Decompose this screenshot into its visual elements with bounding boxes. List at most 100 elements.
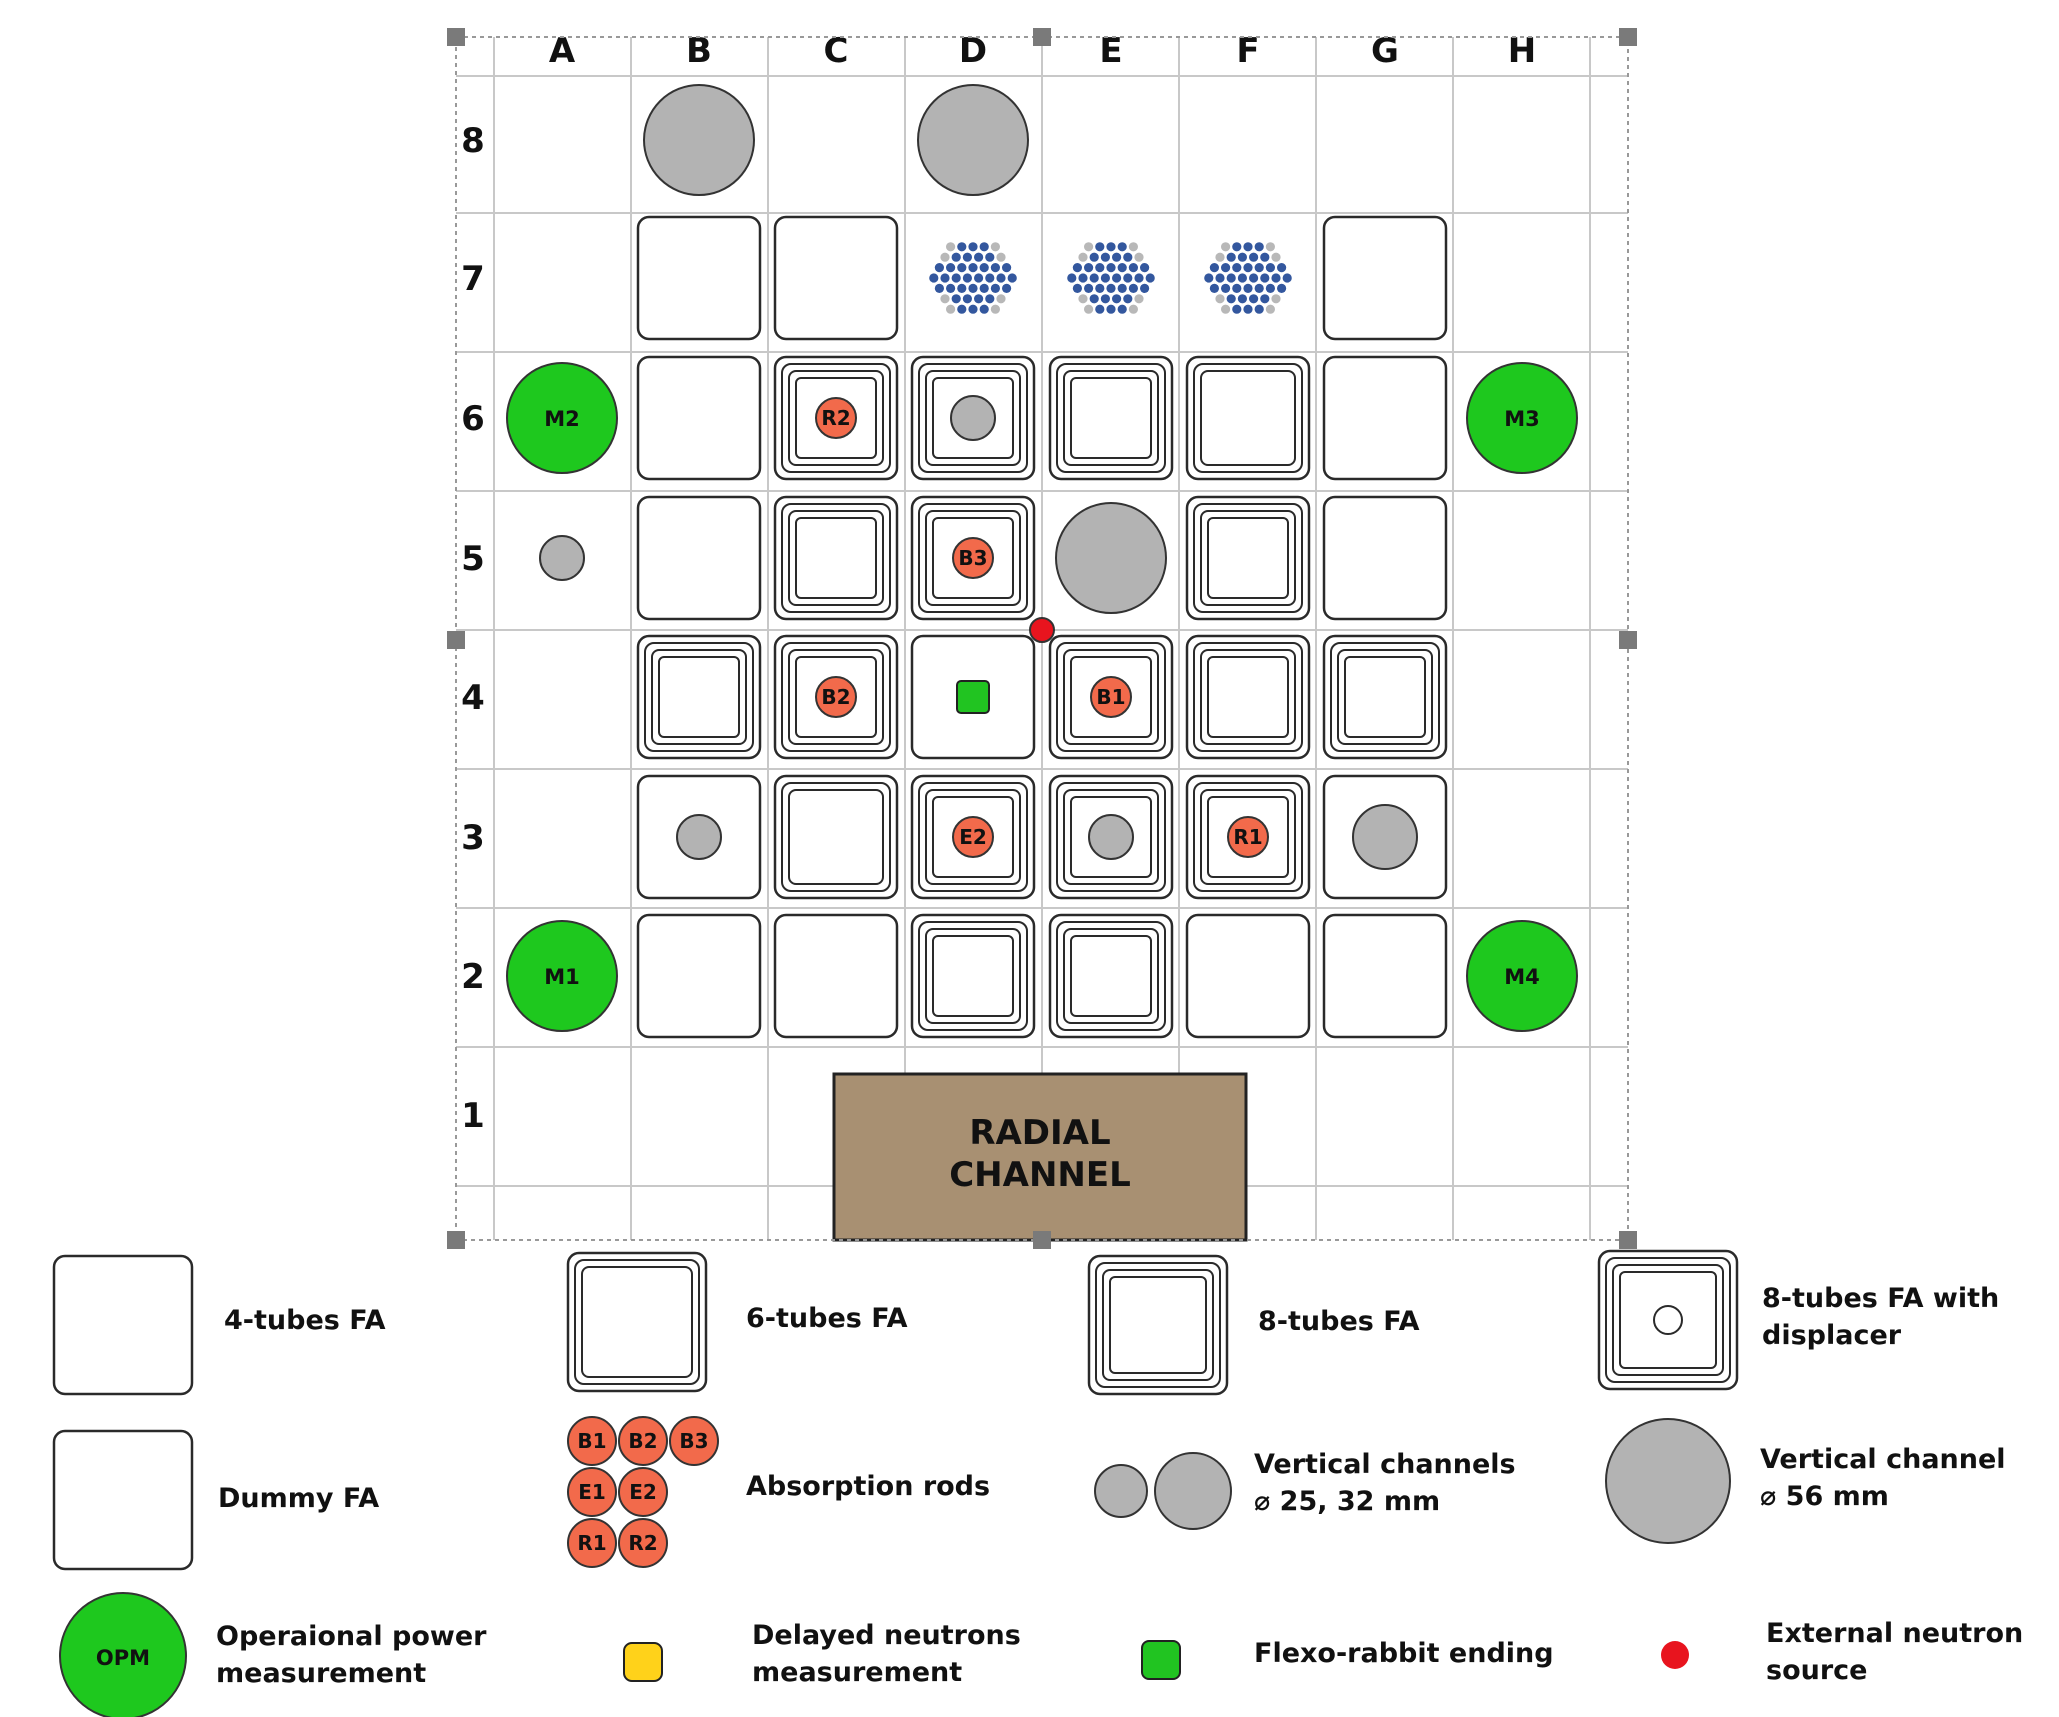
- row-header-4: 4: [461, 678, 485, 718]
- legend-rod-R1: R1: [567, 1518, 617, 1568]
- cell-G5-assembly: [1322, 495, 1448, 621]
- cell-E3: [1048, 774, 1174, 900]
- cell-F5: [1185, 495, 1311, 621]
- legend-rod-B3: B3: [669, 1416, 719, 1466]
- cell-C2: [773, 913, 899, 1039]
- cell-F2-assembly: [1185, 913, 1311, 1039]
- cell-H6-opm: [1466, 362, 1578, 474]
- cell-D6: [910, 355, 1036, 481]
- cell-A6-opm: [506, 362, 618, 474]
- row-header-5: 5: [461, 539, 485, 579]
- cell-H2-opm: [1466, 920, 1578, 1032]
- cell-D8: [917, 84, 1029, 196]
- cell-G4-assembly: [1322, 634, 1448, 760]
- legend-rod-R2: R2: [618, 1518, 668, 1568]
- legend-rod-B2: B2: [618, 1416, 668, 1466]
- cell-C3-assembly: [773, 774, 899, 900]
- cell-D5: B3: [910, 495, 1036, 621]
- svg-text:B3: B3: [958, 546, 987, 570]
- radial-channel-label-1: RADIAL: [969, 1113, 1110, 1153]
- cell-C2-assembly: [773, 913, 899, 1039]
- cell-D3-absorption-rod: E2: [952, 816, 994, 858]
- svg-text:B1: B1: [1096, 685, 1125, 709]
- cell-F4: [1185, 634, 1311, 760]
- legend-dummy-label: Dummy FA: [218, 1483, 379, 1514]
- row-header-6: 6: [461, 399, 485, 439]
- cell-A2-opm-label: M1: [544, 965, 580, 989]
- svg-text:R2: R2: [821, 406, 850, 430]
- cell-E5-vertical-channel-56: [1055, 502, 1167, 614]
- column-header-E: E: [1099, 31, 1122, 71]
- cell-C4-absorption-rod: B2: [815, 676, 857, 718]
- cell-E2-assembly: [1048, 913, 1174, 1039]
- cell-H6: M3: [1466, 362, 1578, 474]
- cell-B5-assembly: [636, 495, 762, 621]
- legend: 4-tubes FA 6-tubes FA 8-tubes FA 8-tubes…: [52, 1249, 2023, 1717]
- frame-handle-7: [1619, 1231, 1637, 1249]
- legend-fa8-displacer-icon: [1597, 1249, 1739, 1391]
- cell-G4: [1322, 634, 1448, 760]
- cell-G6: [1322, 355, 1448, 481]
- legend-vertical-channel-56-icon: [1605, 1418, 1731, 1544]
- cell-D2-assembly: [910, 913, 1036, 1039]
- cell-C5-assembly: [773, 495, 899, 621]
- row-header-7: 7: [461, 259, 485, 299]
- svg-text:R2: R2: [628, 1531, 657, 1555]
- cell-A2-opm: [506, 920, 618, 1032]
- cell-G5: [1322, 495, 1448, 621]
- legend-fa4-icon: [52, 1254, 194, 1396]
- legend-fa4-label: 4-tubes FA: [224, 1305, 386, 1336]
- cell-E4: B1: [1048, 634, 1174, 760]
- legend-opm-symbol-text: OPM: [96, 1646, 150, 1670]
- cell-B4-assembly: [636, 634, 762, 760]
- column-header-F: F: [1236, 31, 1259, 71]
- svg-text:R1: R1: [1233, 825, 1262, 849]
- cell-D2: [910, 913, 1036, 1039]
- radial-channel-label-2: CHANNEL: [949, 1155, 1131, 1195]
- legend-rod-B1: B1: [567, 1416, 617, 1466]
- cell-D6-vertical-channel: [950, 395, 996, 441]
- legend-opm-label-2: measurement: [216, 1658, 426, 1689]
- cell-C6-absorption-rod: R2: [815, 397, 857, 439]
- legend-fa8-displacer-label-2: displacer: [1762, 1320, 1902, 1351]
- cell-G3-vertical-channel: [1352, 804, 1418, 870]
- cell-F2: [1185, 913, 1311, 1039]
- frame-handle-3: [447, 631, 465, 649]
- cell-B2: [636, 913, 762, 1039]
- legend-rabbit-label: Flexo-rabbit ending: [1254, 1638, 1554, 1669]
- cell-F6: [1185, 355, 1311, 481]
- cell-B8: [643, 84, 755, 196]
- cell-E4-absorption-rod: B1: [1090, 676, 1132, 718]
- cell-F7: [1204, 242, 1292, 314]
- cell-H2: M4: [1466, 920, 1578, 1032]
- legend-rod-E2: E2: [618, 1467, 668, 1517]
- legend-fa6-label: 6-tubes FA: [746, 1303, 908, 1334]
- external-neutron-source: [1029, 617, 1055, 643]
- cell-B6: [636, 355, 762, 481]
- cell-H2-opm-label: M4: [1504, 965, 1540, 989]
- cell-C5: [773, 495, 899, 621]
- cell-B3-vertical-channel: [676, 814, 722, 860]
- row-header-8: 8: [461, 121, 485, 161]
- cell-B5: [636, 495, 762, 621]
- cell-G2-assembly: [1322, 913, 1448, 1039]
- legend-vertical-channel-32-icon: [1154, 1452, 1232, 1530]
- cell-C7: [773, 215, 899, 341]
- radial-channel-block: [832, 1072, 1248, 1242]
- row-header-3: 3: [461, 818, 485, 858]
- cell-A5-vertical-channel: [539, 535, 585, 581]
- svg-text:R1: R1: [577, 1531, 606, 1555]
- cell-D8-vertical-channel-56: [917, 84, 1029, 196]
- radial-channel: RADIAL CHANNEL: [832, 1072, 1248, 1242]
- cell-E5: [1055, 502, 1167, 614]
- cell-D3: E2: [910, 774, 1036, 900]
- svg-text:B3: B3: [679, 1429, 708, 1453]
- cell-B6-assembly: [636, 355, 762, 481]
- row-header-1: 1: [461, 1096, 485, 1136]
- frame-handle-0: [447, 28, 465, 46]
- legend-flexo-rabbit-icon: [1141, 1640, 1181, 1680]
- legend-fa8-displacer-label-1: 8-tubes FA with: [1762, 1283, 1999, 1314]
- legend-fa8-label: 8-tubes FA: [1258, 1306, 1420, 1337]
- legend-external-source-icon: [1661, 1641, 1689, 1669]
- row-header-2: 2: [461, 957, 485, 997]
